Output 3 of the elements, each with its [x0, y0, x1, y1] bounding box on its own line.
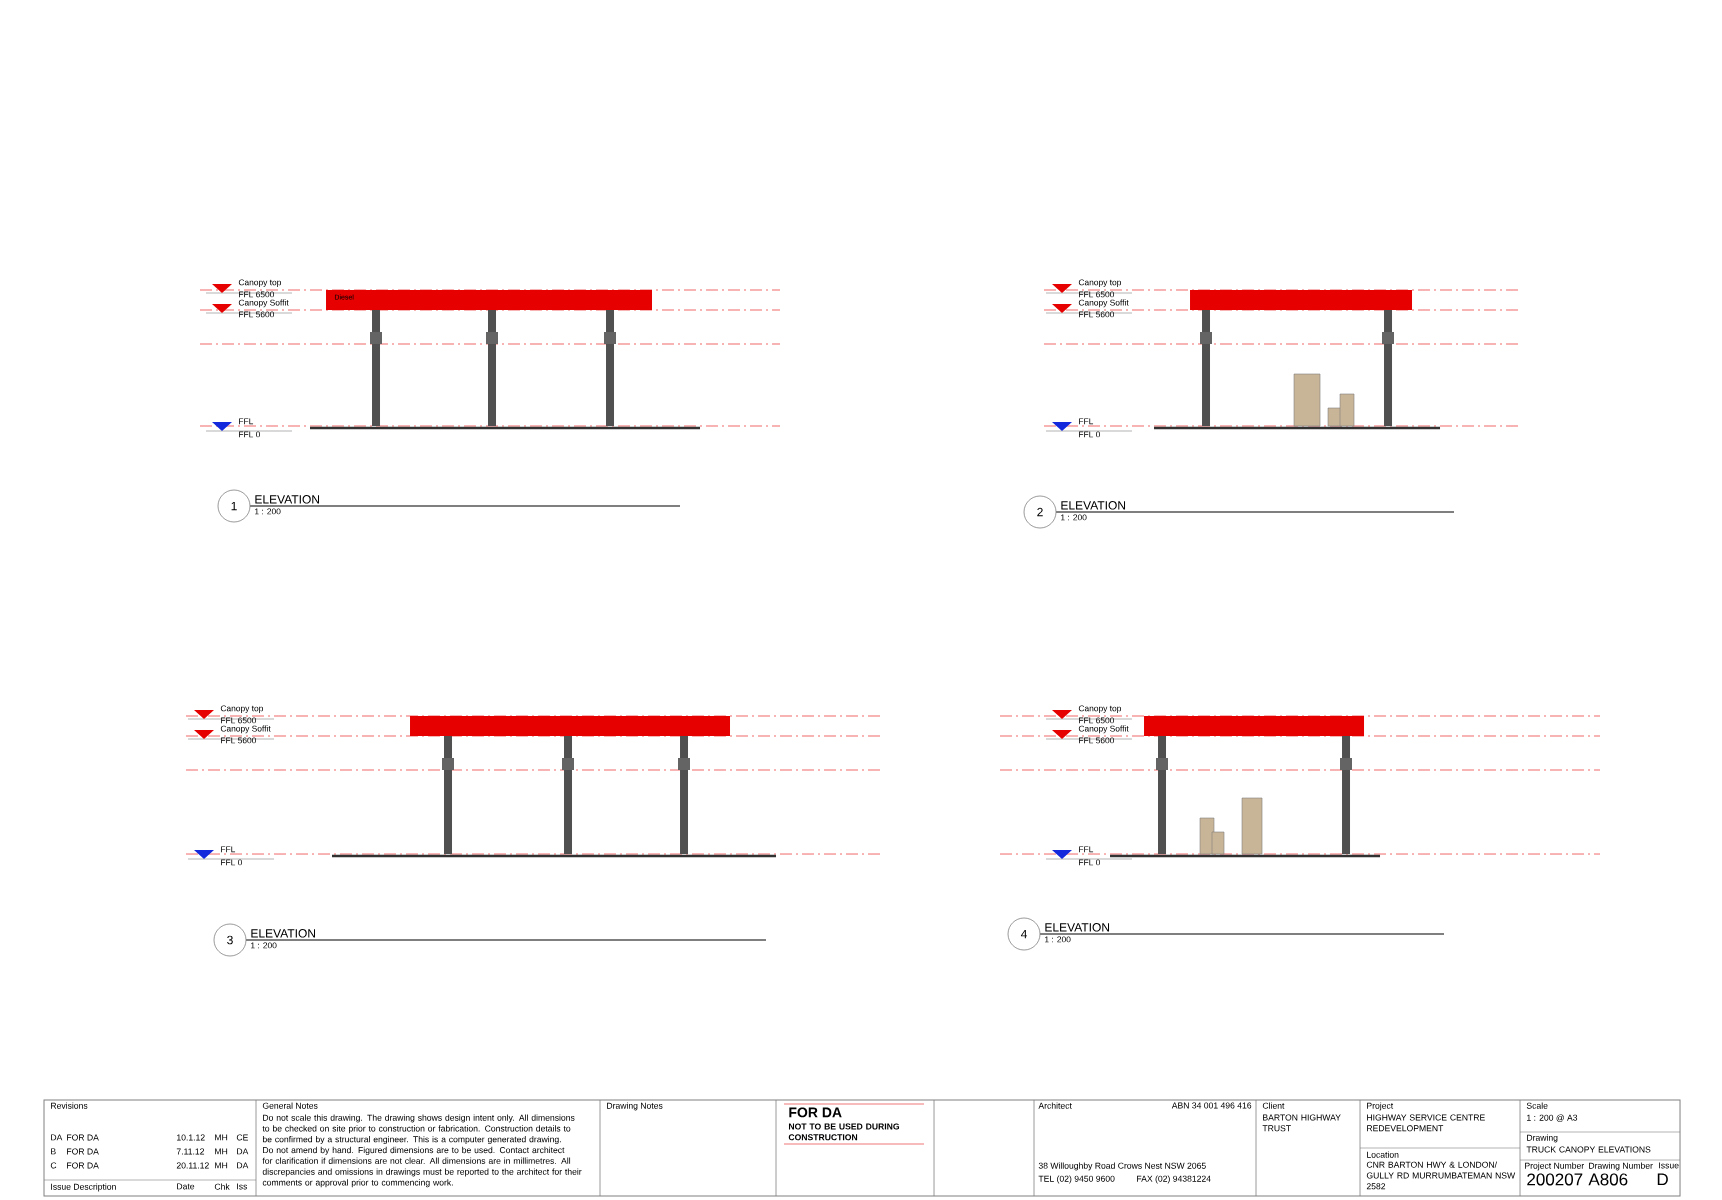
drawing-number: A806 [1588, 1173, 1628, 1186]
project-number: 200207 [1527, 1173, 1583, 1186]
issue-letter: D [1657, 1173, 1668, 1186]
